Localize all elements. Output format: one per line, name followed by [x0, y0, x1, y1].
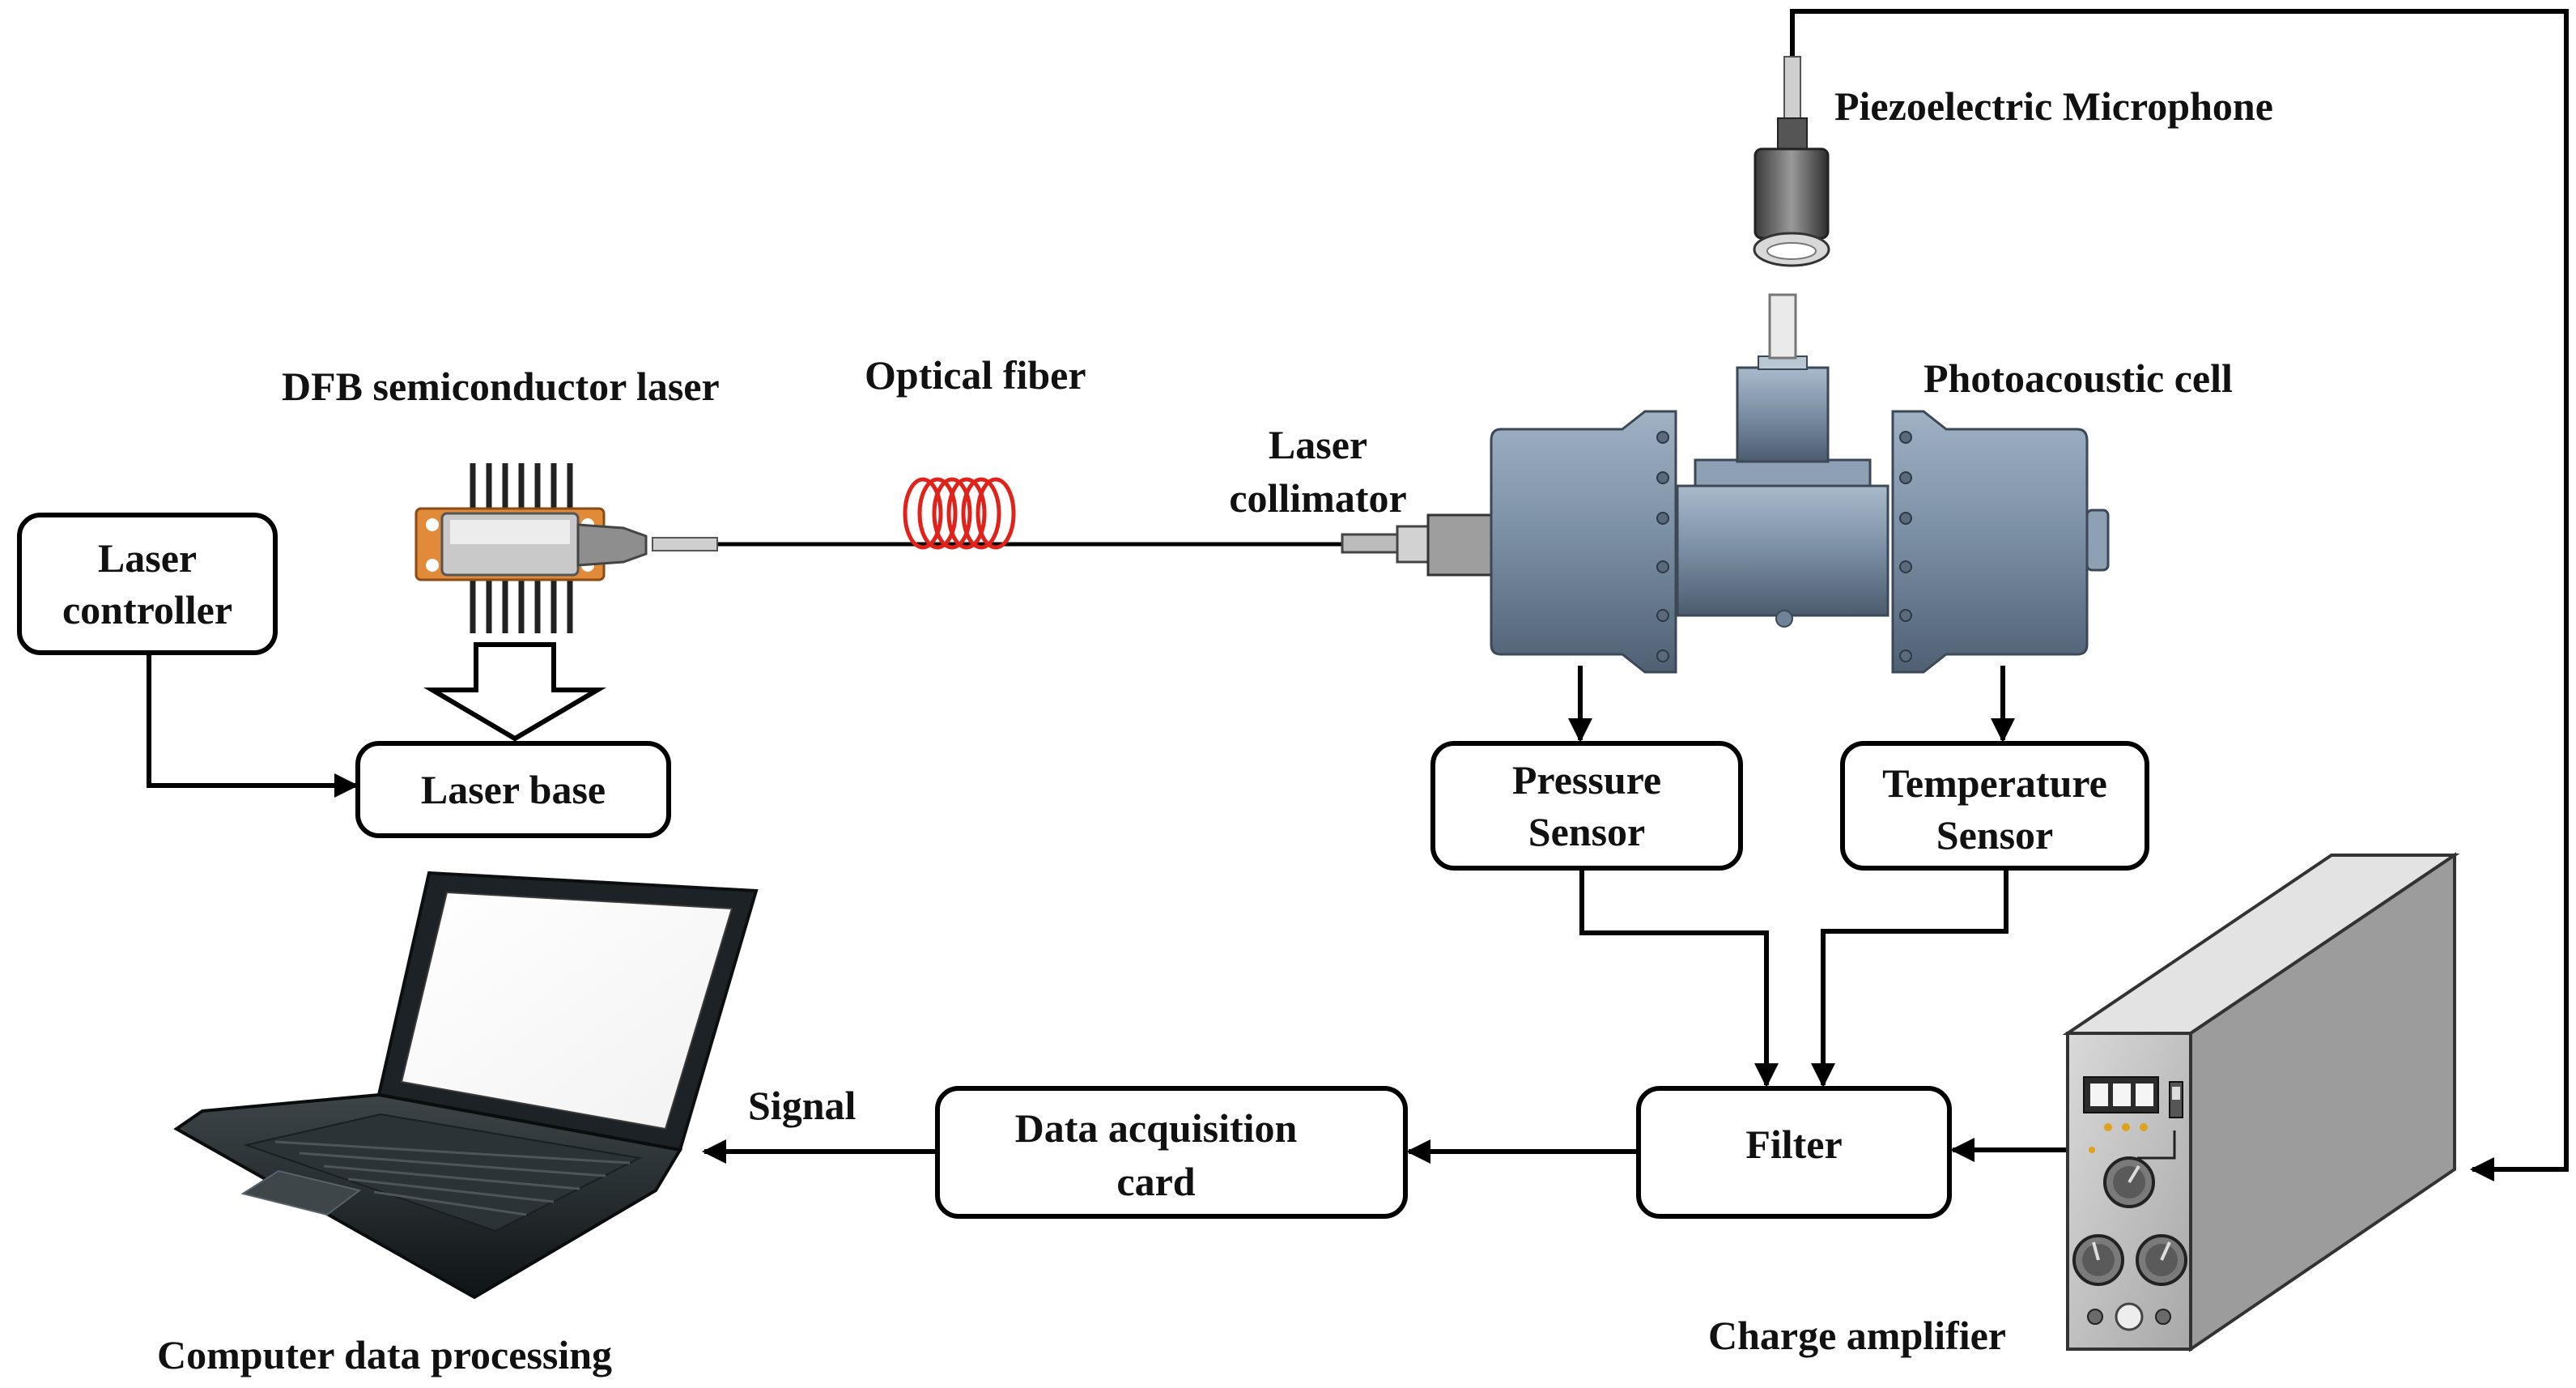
- pressure-sensor-box: Pressure Sensor: [1430, 741, 1743, 871]
- temperature-sensor-box: Temperature Sensor: [1840, 741, 2149, 871]
- temperature-sensor-text-2: Sensor: [1936, 812, 2053, 858]
- daq-card-text-1: Data acquisition: [1015, 1105, 1298, 1151]
- microphone-icon: [1753, 56, 1830, 267]
- laptop-icon: [173, 871, 759, 1300]
- pressure-sensor-text-1: Pressure: [1512, 757, 1661, 803]
- laser-collimator-icon: [1341, 513, 1507, 577]
- temperature-to-filter-arrow: [1811, 868, 2009, 1088]
- filter-text: Filter: [1745, 1122, 1842, 1167]
- dfb-laser-label: DFB semiconductor laser: [282, 364, 720, 409]
- fiber-ferrule: [652, 537, 718, 551]
- pressure-sensor-text-2: Sensor: [1528, 809, 1645, 854]
- charge-amplifier-label: Charge amplifier: [1708, 1313, 2006, 1358]
- laser-down-hollow-arrow: [423, 642, 607, 742]
- mic-to-amplifier-wire: [1790, 9, 2569, 1182]
- fiber-coil-icon: [903, 477, 1016, 550]
- temperature-sensor-text-1: Temperature: [1882, 760, 2107, 806]
- laser-collimator-label-1: Laser: [1269, 422, 1367, 467]
- laser-controller-box: Laser controller: [17, 513, 278, 655]
- filter-box: Filter: [1636, 1086, 1952, 1219]
- laser-controller-text-2: controller: [62, 587, 232, 632]
- laser-base-box: Laser base: [355, 741, 671, 838]
- daq-card-box: Data acquisition card: [935, 1086, 1408, 1219]
- signal-label: Signal: [748, 1083, 857, 1128]
- laser-base-text: Laser base: [421, 767, 606, 812]
- laser-collimator-label-2: collimator: [1229, 475, 1406, 521]
- laser-diode-icon: [414, 463, 648, 633]
- controller-to-base-arrow: [147, 653, 359, 798]
- photoacoustic-cell-label: Photoacoustic cell: [1923, 356, 2233, 401]
- charge-amplifier-icon: [2062, 852, 2460, 1352]
- piezo-mic-label: Piezoelectric Microphone: [1834, 83, 2273, 129]
- pressure-to-filter-arrow: [1579, 868, 1779, 1088]
- daq-card-text-2: card: [1116, 1159, 1195, 1204]
- laser-controller-text-1: Laser: [98, 535, 197, 581]
- computer-label: Computer data processing: [157, 1332, 612, 1377]
- photoacoustic-cell-icon: [1490, 293, 2110, 674]
- optical-fiber-label: Optical fiber: [865, 352, 1086, 398]
